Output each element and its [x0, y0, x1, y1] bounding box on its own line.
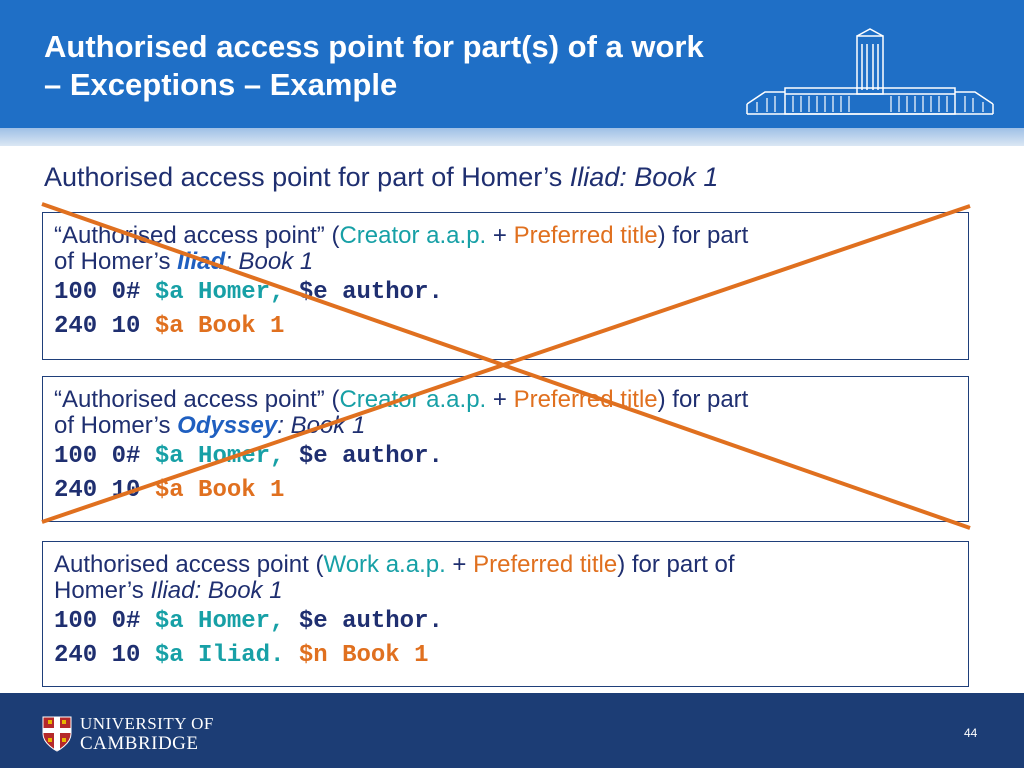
preferred-title-label: Preferred title — [473, 551, 618, 578]
marc-field-100: 100 0# $a Homer, $e author. — [54, 605, 958, 639]
marc-tag: 100 0# — [54, 443, 155, 470]
logo-text: UNIVERSITY OF CAMBRIDGE — [80, 714, 214, 754]
part-title: : Book 1 — [277, 412, 366, 439]
marc-subfield-a: $a Homer, — [154, 608, 285, 635]
desc-text: ) for part — [657, 222, 749, 249]
desc-text: Authorised access point ( — [54, 551, 324, 578]
example-box-iliad-crossed: “Authorised access point” (Creator a.a.p… — [42, 212, 969, 360]
marc-subfield-a: $a Homer, — [154, 279, 285, 306]
box-description-line-2: Homer’s Iliad: Book 1 — [54, 577, 958, 605]
desc-text: “Authorised access point” ( — [54, 222, 340, 249]
marc-field-100: 100 0# $a Homer, $e author. — [54, 440, 958, 474]
creator-aap-label: Creator a.a.p. — [339, 386, 487, 413]
logo-line-2: CAMBRIDGE — [80, 733, 199, 754]
work-part-title: Iliad: Book 1 — [150, 577, 283, 604]
university-logo[interactable]: UNIVERSITY OF CAMBRIDGE — [42, 714, 214, 754]
example-box-odyssey-crossed: “Authorised access point” (Creator a.a.p… — [42, 376, 969, 522]
example-box-iliad-correct: Authorised access point (Work a.a.p. + P… — [42, 541, 969, 687]
marc-field-240: 240 10 $a Book 1 — [54, 474, 958, 508]
part-title: : Book 1 — [225, 248, 314, 275]
marc-tag: 100 0# — [54, 279, 155, 306]
plus-sign: + — [486, 386, 514, 413]
marc-tag: 240 10 — [54, 313, 155, 340]
slide-title-line-2: – Exceptions – Example — [44, 67, 398, 102]
building-icon — [746, 28, 994, 115]
creator-aap-label: Creator a.a.p. — [339, 222, 487, 249]
desc-text: of Homer’s — [54, 412, 178, 439]
slide-subtitle: Authorised access point for part of Home… — [44, 162, 718, 193]
subtitle-text: Authorised access point for part of Home… — [44, 162, 570, 192]
marc-field-100: 100 0# $a Homer, $e author. — [54, 276, 958, 310]
slide-title: Authorised access point for part(s) of a… — [44, 28, 704, 104]
marc-subfield-a: $a Book 1 — [154, 477, 285, 504]
desc-text: ) for part — [657, 386, 749, 413]
preferred-title-label: Preferred title — [513, 222, 658, 249]
marc-subfield-n: $n Book 1 — [284, 642, 429, 669]
marc-subfield-a: $a Book 1 — [154, 313, 285, 340]
desc-text: Homer’s — [54, 577, 151, 604]
crest-icon — [42, 716, 72, 752]
box-description-line-2: of Homer’s Odyssey: Book 1 — [54, 412, 958, 440]
marc-field-240: 240 10 $a Iliad. $n Book 1 — [54, 639, 958, 673]
work-title: Odyssey — [177, 412, 278, 439]
work-aap-label: Work a.a.p. — [323, 551, 446, 578]
work-title: Iliad — [177, 248, 226, 275]
plus-sign: + — [486, 222, 514, 249]
desc-text: ) for part of — [617, 551, 735, 578]
box-description-line-1: Authorised access point (Work a.a.p. + P… — [54, 548, 958, 581]
logo-line-1: UNIVERSITY OF — [80, 714, 214, 733]
marc-subfield-e: $e author. — [284, 443, 443, 470]
desc-text: of Homer’s — [54, 248, 178, 275]
marc-tag: 240 10 — [54, 477, 155, 504]
slide-title-line-1: Authorised access point for part(s) of a… — [44, 29, 704, 64]
plus-sign: + — [445, 551, 474, 578]
marc-tag: 240 10 — [54, 642, 155, 669]
marc-subfield-a: $a Homer, — [154, 443, 285, 470]
title-bar-gradient-strip — [0, 128, 1024, 146]
page-number: 44 — [964, 726, 978, 740]
preferred-title-label: Preferred title — [513, 386, 658, 413]
marc-subfield-e: $e author. — [284, 279, 443, 306]
desc-text: “Authorised access point” ( — [54, 386, 340, 413]
marc-field-240: 240 10 $a Book 1 — [54, 310, 958, 344]
title-bar — [0, 0, 1024, 128]
subtitle-italic-text: Iliad: Book 1 — [569, 162, 719, 192]
box-description-line-2: of Homer’s Iliad: Book 1 — [54, 248, 958, 276]
marc-subfield-a: $a Iliad. — [154, 642, 285, 669]
marc-tag: 100 0# — [54, 608, 155, 635]
footer-bar — [0, 693, 1024, 768]
marc-subfield-e: $e author. — [284, 608, 443, 635]
